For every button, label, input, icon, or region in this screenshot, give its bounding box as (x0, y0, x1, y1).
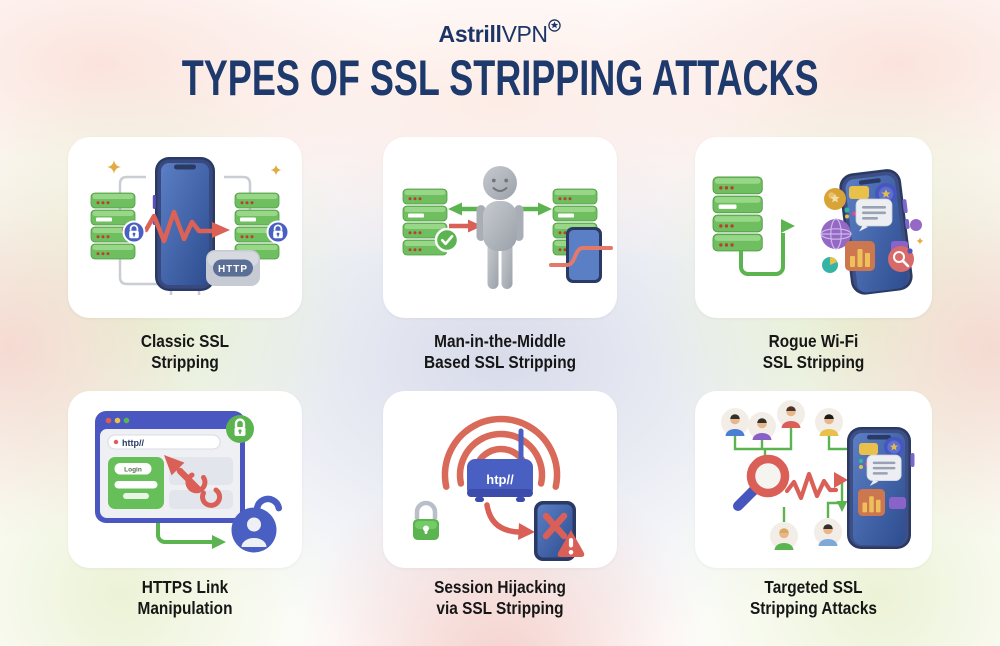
rogue-wifi-illustration (712, 169, 924, 295)
attacker-person-icon (476, 166, 524, 289)
login-panel: Login (108, 457, 164, 509)
label-line: Classic SSL (140, 331, 230, 351)
label-line: Rogue Wi-Fi (768, 331, 859, 351)
card-https-link-manipulation: http// Login (68, 391, 302, 568)
svg-text:http//: http// (122, 438, 144, 448)
curved-red-arrow-icon (484, 502, 535, 540)
brand-logo: AstrillVPN (0, 19, 1000, 48)
sparkle-icon (107, 160, 121, 174)
globe-icon (820, 218, 852, 250)
classic-ssl-stripping-illustration: HTTP (90, 157, 290, 295)
victim-phone-icon (549, 227, 613, 283)
purple-app-icon (889, 497, 906, 509)
user-avatar-icon (814, 518, 842, 546)
red-arrow-right-icon (449, 219, 482, 233)
lock-badge-icon (266, 220, 290, 244)
svg-text:Login: Login (124, 466, 142, 473)
yellow-app-icon (859, 443, 878, 455)
star-badge-icon (883, 436, 905, 458)
user-avatar-icon (770, 522, 798, 550)
svg-text:HTTP: HTTP (218, 264, 248, 275)
pie-ball-icon (822, 257, 838, 273)
mitm-illustration (402, 166, 613, 289)
label-line: SSL Stripping (762, 351, 865, 372)
card-label-targeted-ssl: Targeted SSL Stripping Attacks (701, 577, 925, 618)
sparkle-icon (270, 164, 282, 176)
http-badge: HTTP (206, 250, 260, 286)
label-line: Stripping (151, 351, 219, 372)
green-elbow-arrow-icon (739, 219, 795, 276)
targeted-ssl-illustration (721, 400, 915, 550)
card-label-classic-ssl: Classic SSL Stripping (73, 331, 297, 372)
label-line: Man-in-the-Middle (434, 331, 566, 351)
card-label-mitm: Man-in-the-Middle Based SSL Stripping (388, 331, 612, 372)
notification-dots-icon (844, 207, 857, 219)
card-label-rogue-wifi: Rogue Wi-Fi SSL Stripping (701, 331, 925, 372)
card-mitm-ssl-stripping (383, 137, 617, 318)
card-classic-ssl-stripping: HTTP (68, 137, 302, 318)
user-avatar-icon (748, 412, 776, 440)
gold-star-ball-icon (824, 188, 846, 210)
label-line: Stripping Attacks (750, 597, 877, 618)
phone-icon (847, 427, 915, 549)
label-line: Session Hijacking (434, 577, 566, 597)
green-elbow-arrow-icon (156, 523, 226, 549)
unlocked-user-icon (231, 495, 283, 553)
green-arrow-right-icon (519, 202, 552, 216)
card-targeted-ssl-stripping (695, 391, 932, 568)
label-line: HTTPS Link (141, 577, 229, 597)
user-avatar-icon (777, 400, 805, 428)
magnifier-badge-icon (888, 246, 914, 272)
network-lines-icon (733, 428, 847, 522)
lock-badge-icon (226, 415, 254, 443)
label-line: Targeted SSL (764, 577, 863, 597)
purple-ball-icon (910, 219, 922, 231)
green-arrow-left-icon (448, 202, 481, 216)
lock-badge-icon (122, 220, 146, 244)
warning-triangle-icon (557, 530, 585, 557)
sparkle-icon (916, 237, 924, 245)
card-label-session-hijacking: Session Hijacking via SSL Stripping (388, 577, 612, 618)
x-mark-icon (542, 512, 568, 540)
check-badge-icon (434, 227, 460, 253)
https-link-manipulation-illustration: http// Login (95, 411, 283, 553)
router-icon: htp// (467, 428, 533, 502)
broken-link-icon (185, 472, 223, 508)
server-stack-icon (712, 176, 763, 252)
user-avatar-icon (815, 408, 843, 436)
green-arrow-down-icon (836, 501, 848, 512)
label-line: via SSL Stripping (436, 597, 564, 618)
bar-chart-icon (858, 489, 885, 516)
yellow-app-icon (849, 186, 869, 199)
card-label-https-link: HTTPS Link Manipulation (73, 577, 297, 618)
brand-logo-bold: Astrill (438, 21, 502, 47)
zigzag-arrow-icon (121, 209, 230, 244)
bar-chart-icon (845, 241, 875, 271)
label-line: Based SSL Stripping (423, 351, 577, 372)
circled-star-icon (548, 19, 562, 32)
padlock-icon (413, 500, 439, 540)
svg-text:htp//: htp// (486, 472, 514, 487)
label-line: Manipulation (137, 597, 233, 618)
card-session-hijacking: htp// (383, 391, 617, 568)
page-title: TYPES OF SSL STRIPPING ATTACKS (181, 50, 819, 106)
address-bar: http// (107, 434, 221, 450)
magnifier-icon (733, 454, 790, 511)
zigzag-arrow-icon (784, 471, 848, 501)
card-rogue-wifi-ssl-stripping (695, 137, 932, 318)
session-hijacking-illustration: htp// (413, 391, 585, 561)
user-avatar-icon (721, 408, 749, 436)
brand-logo-light: VPN (501, 21, 548, 47)
phone-icon (152, 157, 215, 291)
